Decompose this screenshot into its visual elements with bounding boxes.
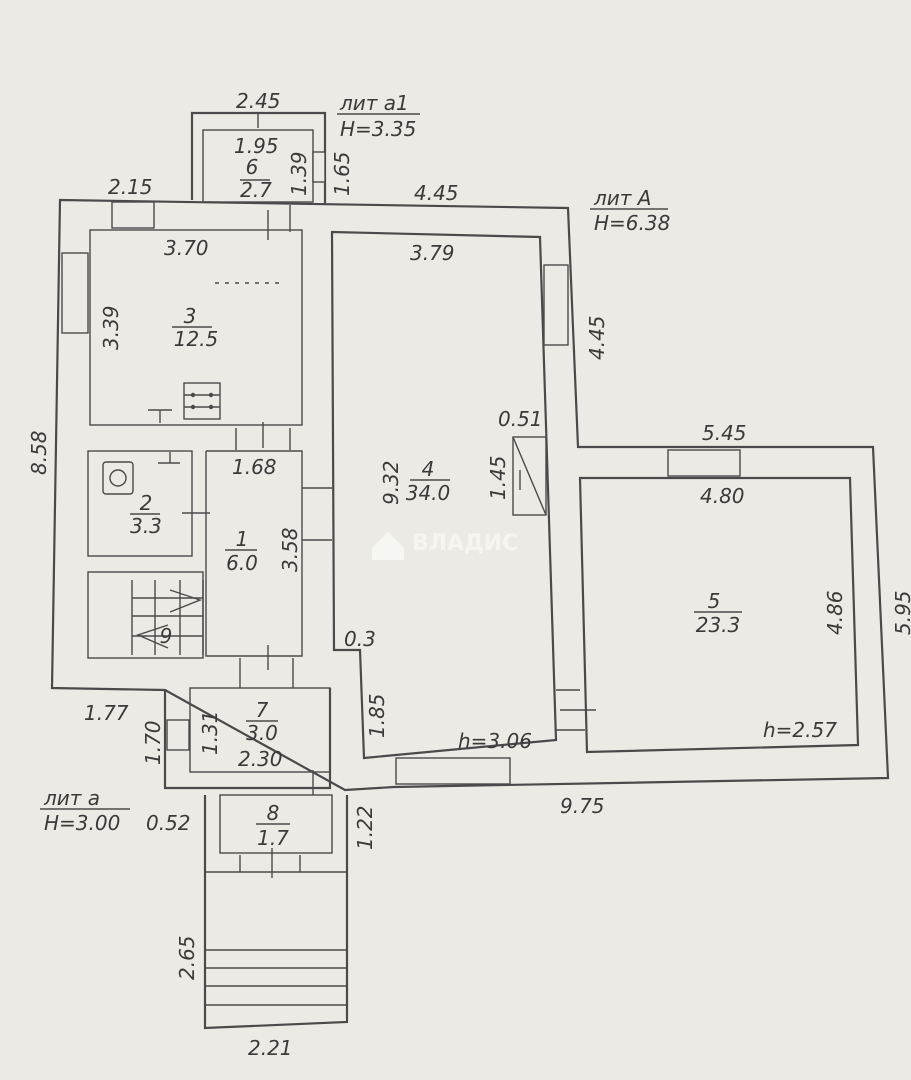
dim-4-80: 4.80 [700, 484, 745, 508]
doors [182, 205, 596, 878]
dim-h-3-06: h=3.06 [458, 729, 532, 753]
sink-icon [148, 409, 172, 423]
room-2-area: 3.3 [130, 514, 162, 538]
room-6-number: 6 [246, 155, 259, 179]
dim-1-45: 1.45 [486, 455, 510, 500]
walls [50, 111, 890, 1030]
room-3-wall [89, 229, 303, 426]
dim-2-30: 2.30 [238, 747, 283, 771]
liter-A-height: H=6.38 [594, 211, 670, 235]
window-room7 [166, 719, 190, 751]
room-3-number: 3 [184, 304, 197, 328]
room-5-area: 23.3 [696, 613, 741, 637]
window-left [61, 252, 89, 334]
dim-1-68: 1.68 [232, 455, 277, 479]
fixtures [102, 282, 547, 1006]
dim-1-39: 1.39 [287, 151, 311, 196]
room-4-area: 34.0 [406, 481, 451, 505]
house-logo-icon [372, 532, 404, 560]
liter-a-height: H=3.00 [44, 811, 120, 835]
watermark-text: ВЛАДИС [412, 531, 518, 556]
dim-1-95: 1.95 [234, 134, 279, 158]
room-8-area: 1.7 [257, 826, 289, 850]
room-9-wall [87, 571, 204, 659]
room-2-wall [87, 450, 193, 557]
room-7-number: 7 [256, 698, 269, 722]
dim-1-31: 1.31 [198, 710, 222, 755]
room-8-wall [219, 794, 333, 854]
dim-9-32: 9.32 [379, 460, 403, 505]
room-1-wall [205, 450, 303, 657]
dim-3-70: 3.70 [164, 236, 209, 260]
room-1-area: 6.0 [226, 551, 258, 575]
window-room5-top [667, 449, 741, 477]
liter-a1-height: H=3.35 [340, 117, 416, 141]
dim-1-77: 1.77 [84, 701, 129, 725]
dim-1-22: 1.22 [353, 805, 377, 850]
dim-2-15: 2.15 [108, 175, 153, 199]
dim-0-51: 0.51 [498, 407, 543, 431]
room-5-wall [578, 476, 860, 754]
main-outer-wall [50, 198, 890, 792]
liter-A-name: лит А [593, 186, 651, 210]
room-3-area: 12.5 [174, 327, 219, 351]
dimension-labels: 2.45 1.95 1.39 1.65 2.15 4.45 3.70 3.79 … [27, 89, 911, 1060]
dim-3-79: 3.79 [410, 241, 455, 265]
dim-2-45: 2.45 [236, 89, 281, 113]
dim-4-86: 4.86 [823, 590, 847, 635]
stove-icon [183, 382, 221, 420]
dim-4-45-top: 4.45 [414, 181, 459, 205]
room-5-number: 5 [708, 589, 721, 613]
dim-0-52: 0.52 [146, 811, 191, 835]
window-room4-right [543, 264, 569, 346]
dim-3-39: 3.39 [99, 305, 123, 350]
room-9-number: 9 [160, 624, 173, 648]
dim-1-70: 1.70 [141, 720, 165, 765]
dim-1-85: 1.85 [365, 693, 389, 738]
dim-9-75: 9.75 [560, 794, 605, 818]
toilet-icon [102, 461, 134, 495]
room-8-number: 8 [267, 801, 280, 825]
dim-0-3: 0.3 [344, 627, 376, 651]
boiler-icon [512, 436, 547, 516]
dim-5-95: 5.95 [891, 590, 911, 635]
staircase-icon [131, 580, 204, 655]
liter-labels: лит а1 H=3.35 лит А H=6.38 лит а H=3.00 [40, 91, 670, 835]
dim-8-58: 8.58 [27, 430, 51, 475]
room-labels: 6 2.7 3 12.5 2 3.3 1 6.0 4 34.0 5 23.3 9… [130, 155, 742, 850]
windows [61, 151, 741, 785]
room-7-wall [189, 687, 331, 773]
vestibule-outer [203, 795, 349, 1030]
dim-4-45-side: 4.45 [585, 315, 609, 360]
room-7-area: 3.0 [246, 721, 278, 745]
dim-2-21: 2.21 [248, 1036, 293, 1060]
liter-a-name: лит а [43, 786, 100, 810]
room-2-number: 2 [140, 491, 153, 515]
sink-room2-icon [158, 452, 180, 464]
window-bottom [395, 757, 511, 785]
room-6-area: 2.7 [240, 178, 272, 202]
room-4-number: 4 [422, 457, 435, 481]
window-top-left [111, 201, 155, 229]
dim-h-2-57: h=2.57 [763, 718, 837, 742]
dim-5-45: 5.45 [702, 421, 747, 445]
liter-a1-name: лит а1 [339, 91, 409, 115]
dim-3-58: 3.58 [278, 527, 302, 572]
entrance-steps-icon [205, 949, 347, 1006]
window-a1 [312, 151, 326, 183]
watermark: ВЛАДИС [372, 531, 518, 560]
room-4-wall [330, 230, 558, 760]
room-1-number: 1 [236, 527, 249, 551]
dim-2-65: 2.65 [175, 935, 199, 980]
dim-1-65: 1.65 [330, 151, 354, 196]
